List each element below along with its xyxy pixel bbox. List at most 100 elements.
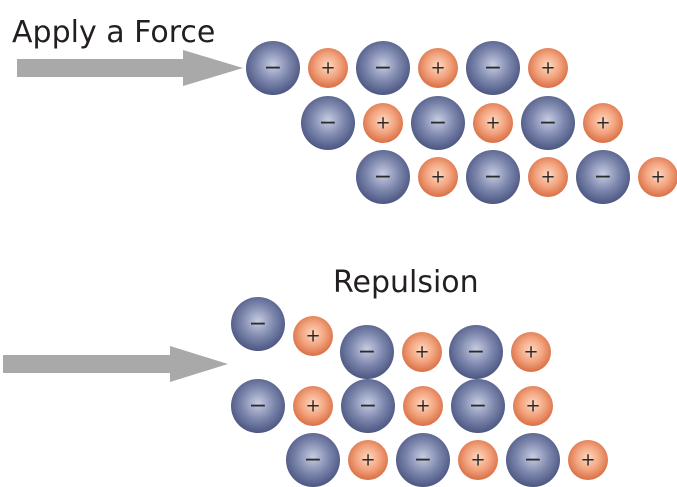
- anion-sphere: [506, 433, 560, 487]
- minus-sign: −: [467, 340, 485, 365]
- minus-sign: −: [264, 56, 282, 81]
- minus-sign: −: [594, 165, 612, 190]
- cation-sphere: [528, 48, 568, 88]
- anion-ion: −: [301, 96, 355, 150]
- ion-row: −+−+−+: [231, 297, 551, 379]
- minus-sign: −: [429, 111, 447, 136]
- anion-ion: −: [396, 433, 450, 487]
- plus-sign: +: [580, 450, 595, 471]
- anion-sphere: [301, 96, 355, 150]
- cation-sphere: [568, 440, 608, 480]
- minus-sign: −: [358, 340, 376, 365]
- cation-sphere: [293, 386, 333, 426]
- minus-sign: −: [524, 448, 542, 473]
- minus-sign: −: [249, 312, 267, 337]
- cation-sphere: [473, 103, 513, 143]
- cation-ion: +: [418, 48, 458, 88]
- minus-sign: −: [359, 394, 377, 419]
- cation-ion: +: [473, 103, 513, 143]
- ion-row: −+−+−+: [246, 41, 568, 95]
- cation-sphere: [528, 157, 568, 197]
- cation-ion: +: [511, 332, 551, 372]
- cation-sphere: [402, 332, 442, 372]
- force-arrow-bottom: [3, 346, 228, 382]
- anion-sphere: [356, 41, 410, 95]
- cation-ion: +: [638, 157, 677, 197]
- anion-ion: −: [451, 379, 505, 433]
- anion-ion: −: [341, 379, 395, 433]
- cation-sphere: [583, 103, 623, 143]
- anion-sphere: [341, 379, 395, 433]
- anion-sphere: [466, 150, 520, 204]
- anion-ion: −: [340, 325, 394, 379]
- panel-before-force: −+−+−+−+−+−+−+−+−+: [246, 41, 677, 204]
- ion-row: −+−+−+: [286, 433, 608, 487]
- plus-sign: +: [523, 342, 538, 363]
- anion-sphere: [411, 96, 465, 150]
- anion-ion: −: [286, 433, 340, 487]
- panel-after-force: −+−+−+−+−+−+−+−+−+: [231, 297, 608, 487]
- plus-sign: +: [415, 396, 430, 417]
- cation-sphere: [348, 440, 388, 480]
- cation-sphere: [638, 157, 677, 197]
- ion-row: − + − + − +: [356, 150, 677, 204]
- anion-ion: −: [246, 41, 300, 95]
- minus-sign: −: [374, 56, 392, 81]
- anion-sphere: [521, 96, 575, 150]
- cation-sphere: [418, 157, 458, 197]
- cation-sphere: [418, 48, 458, 88]
- minus-sign: −: [374, 165, 392, 190]
- cation-sphere: [363, 103, 403, 143]
- anion-ion: −: [231, 297, 285, 351]
- anion-ion: −: [506, 433, 560, 487]
- cation-ion: +: [528, 157, 568, 197]
- cation-ion: +: [402, 332, 442, 372]
- anion-ion: −: [521, 96, 575, 150]
- cation-sphere: [403, 386, 443, 426]
- plus-sign: +: [595, 113, 610, 134]
- anion-sphere: [449, 325, 503, 379]
- anion-sphere: [340, 325, 394, 379]
- anion-sphere: [451, 379, 505, 433]
- minus-sign: −: [539, 111, 557, 136]
- plus-sign: +: [320, 58, 335, 79]
- anion-sphere: [231, 379, 285, 433]
- anion-sphere: [466, 41, 520, 95]
- anion-sphere: [396, 433, 450, 487]
- minus-sign: −: [484, 165, 502, 190]
- anion-ion: −: [356, 41, 410, 95]
- anion-ion: −: [466, 41, 520, 95]
- anion-ion: −: [449, 325, 503, 379]
- minus-sign: −: [304, 448, 322, 473]
- anion-sphere: [356, 150, 410, 204]
- anion-ion: −: [466, 150, 520, 204]
- anion-ion: −: [411, 96, 465, 150]
- plus-sign: +: [430, 58, 445, 79]
- plus-sign: +: [305, 326, 320, 347]
- anion-ion: −: [576, 150, 630, 204]
- cation-ion: +: [348, 440, 388, 480]
- anion-sphere: [286, 433, 340, 487]
- cation-ion: +: [308, 48, 348, 88]
- anion-ion: −: [231, 379, 285, 433]
- plus-sign: +: [430, 167, 445, 188]
- cation-ion: +: [528, 48, 568, 88]
- plus-sign: +: [540, 58, 555, 79]
- minus-sign: −: [249, 394, 267, 419]
- cation-sphere: [293, 316, 333, 356]
- minus-sign: −: [414, 448, 432, 473]
- cation-ion: +: [293, 386, 333, 426]
- cation-ion: +: [583, 103, 623, 143]
- anion-sphere: [231, 297, 285, 351]
- anion-sphere: [246, 41, 300, 95]
- cation-sphere: [458, 440, 498, 480]
- cation-ion: +: [293, 316, 333, 356]
- apply-force-label: Apply a Force: [12, 15, 215, 50]
- plus-sign: +: [525, 396, 540, 417]
- anion-ion: −: [356, 150, 410, 204]
- minus-sign: −: [319, 111, 337, 136]
- cation-sphere: [513, 386, 553, 426]
- plus-sign: +: [485, 113, 500, 134]
- repulsion-label: Repulsion: [333, 265, 479, 300]
